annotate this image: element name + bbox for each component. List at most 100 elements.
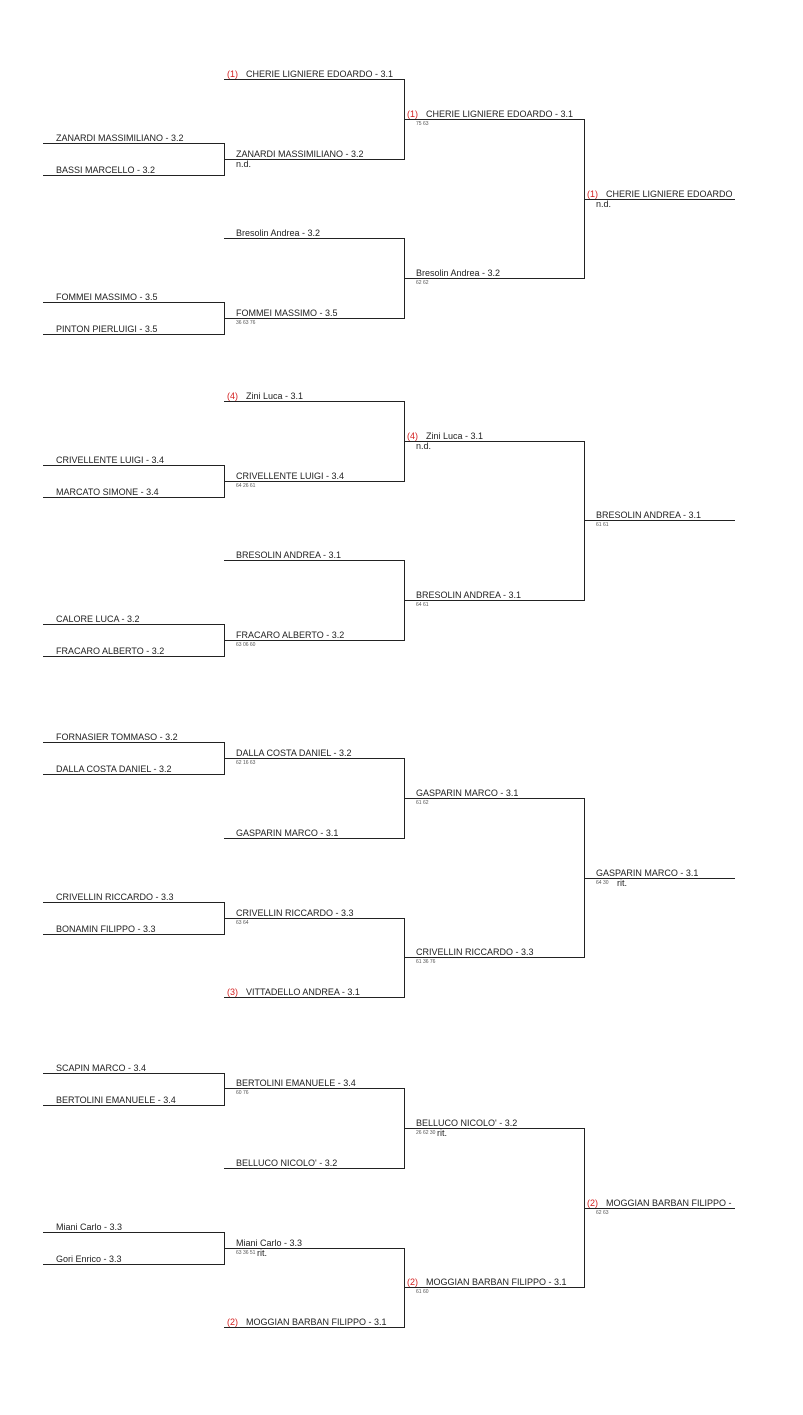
- seed-number: (1): [587, 189, 598, 199]
- bracket-slot-line: [584, 1208, 735, 1209]
- seed-number: (1): [227, 69, 238, 79]
- bracket-connector: [404, 918, 405, 998]
- bracket-slot-line: [224, 838, 404, 839]
- player-name: CRIVELLIN RICCARDO - 3.3: [56, 892, 174, 902]
- seed-number: (4): [227, 391, 238, 401]
- player-name: CALORE LUCA - 3.2: [56, 614, 140, 624]
- player-entry: FORNASIER TOMMASO - 3.2: [56, 732, 178, 742]
- seed-number: (2): [587, 1198, 598, 1208]
- player-entry: Miani Carlo - 3.3: [56, 1222, 122, 1232]
- match-score: 62 16 63: [236, 760, 256, 766]
- player-name: PINTON PIERLUIGI - 3.5: [56, 324, 158, 334]
- player-name: MOGGIAN BARBAN FILIPPO - 3.1: [246, 1317, 387, 1327]
- bracket-slot-line: [224, 918, 404, 919]
- bracket-slot-line: [224, 1168, 404, 1169]
- seed-number: (1): [407, 109, 418, 119]
- match-score: 62 63: [596, 1210, 609, 1216]
- player-entry: (1)CHERIE LIGNIERE EDOARDO - 3.1: [407, 109, 573, 119]
- bracket-slot-line: [43, 1232, 224, 1233]
- player-name: BELLUCO NICOLO' - 3.2: [416, 1118, 518, 1128]
- player-entry: BRESOLIN ANDREA - 3.1: [596, 510, 701, 520]
- player-entry: CRIVELLENTE LUIGI - 3.4: [236, 471, 344, 481]
- player-name: BONAMIN FILIPPO - 3.3: [56, 924, 156, 934]
- player-entry: GASPARIN MARCO - 3.1: [236, 828, 338, 838]
- seed-number: (2): [407, 1277, 418, 1287]
- match-note: rit.: [617, 878, 627, 888]
- bracket-slot-line: [43, 175, 224, 176]
- player-name: MOGGIAN BARBAN FILIPPO - 3.1: [426, 1277, 567, 1287]
- match-score: 61 60: [416, 1289, 429, 1295]
- bracket-slot-line: [224, 640, 404, 641]
- bracket-slot-line: [224, 318, 404, 319]
- match-note: rit.: [257, 1248, 267, 1258]
- player-entry: Bresolin Andrea - 3.2: [416, 268, 500, 278]
- bracket-slot-line: [584, 199, 735, 200]
- seed-number: (2): [227, 1317, 238, 1327]
- player-name: BRESOLIN ANDREA - 3.1: [596, 510, 702, 520]
- player-entry: (1)CHERIE LIGNIERE EDOARDO: [587, 189, 733, 199]
- player-entry: Bresolin Andrea - 3.2: [236, 228, 320, 238]
- player-name: Gori Enrico - 3.3: [56, 1254, 122, 1264]
- match-score: 64 61: [416, 602, 429, 608]
- seed-number: (4): [407, 431, 418, 441]
- player-entry: (1) CHERIE LIGNIERE EDOARDO - 3.1: [227, 69, 393, 79]
- player-entry: (4) Zini Luca - 3.1: [227, 391, 303, 401]
- player-entry: Gori Enrico - 3.3: [56, 1254, 122, 1264]
- bracket-connector: [224, 1073, 225, 1106]
- bracket-slot-line: [43, 902, 224, 903]
- player-name: BERTOLINI EMANUELE - 3.4: [236, 1078, 356, 1088]
- player-entry: (3)VITTADELLO ANDREA - 3.1: [227, 987, 360, 997]
- player-entry: CALORE LUCA - 3.2: [56, 614, 140, 624]
- match-score: 62 62: [416, 280, 429, 286]
- bracket-slot-line: [43, 742, 224, 743]
- player-name: Zini Luca - 3.1: [246, 391, 304, 401]
- player-entry: BERTOLINI EMANUELE - 3.4: [236, 1078, 356, 1088]
- player-entry: ZANARDI MASSIMILIANO - 3.2: [56, 133, 184, 143]
- bracket-slot-line: [43, 656, 224, 657]
- player-name: CHERIE LIGNIERE EDOARDO - 3.1: [246, 69, 394, 79]
- player-name: DALLA COSTA DANIEL - 3.2: [56, 764, 172, 774]
- player-name: DALLA COSTA DANIEL - 3.2: [236, 748, 352, 758]
- player-entry: CRIVELLENTE LUIGI - 3.4: [56, 455, 164, 465]
- player-entry: Miani Carlo - 3.3: [236, 1238, 302, 1248]
- match-score: 63 64: [236, 920, 249, 926]
- bracket-slot-line: [224, 238, 404, 239]
- player-entry: BRESOLIN ANDREA - 3.1: [416, 590, 521, 600]
- player-name: SCAPIN MARCO - 3.4: [56, 1063, 147, 1073]
- match-note: rit.: [437, 1128, 447, 1138]
- bracket-slot-line: [43, 465, 224, 466]
- player-entry: SCAPIN MARCO - 3.4: [56, 1063, 146, 1073]
- player-name: Zini Luca - 3.1: [426, 431, 484, 441]
- player-name: FORNASIER TOMMASO - 3.2: [56, 732, 178, 742]
- bracket-slot-line: [43, 497, 224, 498]
- player-name: ZANARDI MASSIMILIANO - 3.2: [236, 149, 364, 159]
- match-score: 60 76: [236, 1090, 249, 1096]
- player-entry: CRIVELLIN RICCARDO - 3.3: [416, 947, 534, 957]
- bracket-slot-line: [43, 624, 224, 625]
- player-name: FOMMEI MASSIMO - 3.5: [236, 308, 338, 318]
- player-name: FRACARO ALBERTO - 3.2: [56, 646, 165, 656]
- seed-number: (3): [227, 987, 238, 997]
- match-note: n.d.: [236, 159, 252, 169]
- player-name: FRACARO ALBERTO - 3.2: [236, 630, 345, 640]
- player-entry: BRESOLIN ANDREA - 3.1: [236, 550, 341, 560]
- match-score: 63 06 60: [236, 642, 256, 648]
- bracket-slot-line: [404, 798, 584, 799]
- player-name: MOGGIAN BARBAN FILIPPO -: [606, 1198, 732, 1208]
- bracket-slot-line: [43, 774, 224, 775]
- match-score: 61 62: [416, 800, 429, 806]
- bracket-slot-line: [404, 957, 584, 958]
- bracket-slot-line: [404, 1287, 584, 1288]
- bracket-slot-line: [224, 159, 404, 160]
- player-entry: BELLUCO NICOLO' - 3.2: [416, 1118, 517, 1128]
- bracket-slot-line: [224, 560, 404, 561]
- player-entry: GASPARIN MARCO - 3.1: [596, 868, 698, 878]
- player-name: MARCATO SIMONE - 3.4: [56, 487, 159, 497]
- bracket-slot-line: [404, 119, 584, 120]
- bracket-slot-line: [224, 401, 404, 402]
- match-score: 63 36 51: [236, 1250, 256, 1256]
- match-note: n.d.: [596, 199, 612, 209]
- match-score: 26 62 30: [416, 1130, 436, 1136]
- player-name: BRESOLIN ANDREA - 3.1: [236, 550, 342, 560]
- player-name: BELLUCO NICOLO' - 3.2: [236, 1158, 338, 1168]
